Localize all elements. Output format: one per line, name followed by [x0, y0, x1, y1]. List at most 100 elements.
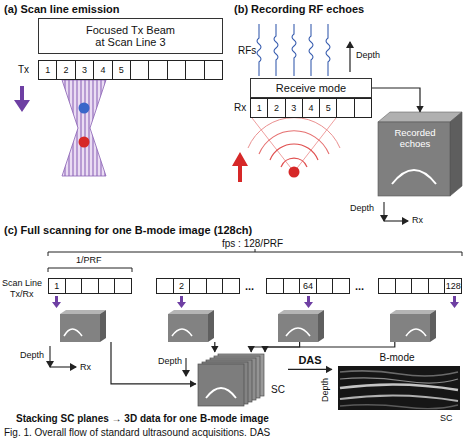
- transducer-row: 128: [378, 278, 462, 294]
- plane-side: [208, 310, 214, 342]
- rx-axis: [384, 220, 408, 221]
- connector-arrow: [111, 342, 196, 384]
- connector-arrow: [214, 342, 215, 352]
- transducer-row: 2: [156, 278, 240, 294]
- transducer-element: 1: [250, 98, 268, 118]
- depth-axis: [185, 358, 186, 376]
- receive-fan: [252, 118, 336, 172]
- transducer-element: [378, 278, 396, 294]
- connector-arrow: [265, 342, 395, 352]
- transducer-element: [428, 278, 446, 294]
- element-number: 128: [446, 281, 461, 291]
- transducer-element: [114, 278, 132, 294]
- transducer-element: [283, 278, 301, 294]
- b-mode-image: [338, 366, 460, 410]
- rf-trace: [274, 24, 278, 76]
- element-number: 5: [326, 103, 331, 113]
- echo-curve: [392, 170, 436, 184]
- label-text: Depth: [158, 356, 182, 366]
- node-label: SC: [271, 384, 287, 396]
- label-text: Rx: [234, 102, 246, 114]
- transducer-element: [204, 60, 223, 80]
- speckle: [340, 371, 458, 376]
- label-text: 1/PRF: [76, 255, 102, 265]
- echo-volume: Recorded echoes: [378, 112, 462, 196]
- stacked-plane: [198, 364, 244, 406]
- label-text: (c) Full scanning for one B-mode image (…: [4, 224, 252, 237]
- volume-side: [450, 112, 462, 196]
- transducer-row: 1: [48, 278, 132, 294]
- echo-curve: [172, 329, 192, 336]
- transducer-element: 4: [302, 98, 320, 118]
- transducer-array: 12345: [250, 98, 372, 118]
- depth-axis: [383, 202, 384, 221]
- connector-arrow: [372, 88, 420, 112]
- label-text: Stacking SC planes → 3D data for one B-m…: [16, 413, 269, 425]
- transducer-row: 64: [266, 278, 350, 294]
- sc-plane: [60, 310, 106, 342]
- transducer-element: 4: [93, 60, 112, 80]
- label-text: Tx/Rx: [10, 289, 34, 299]
- transmit-arrow: [177, 296, 186, 308]
- label-text: fps : 128/PRF: [222, 238, 283, 250]
- connector-arrow: [288, 369, 332, 370]
- speckle: [340, 378, 458, 383]
- plane-front: [60, 314, 100, 342]
- plane-top: [60, 310, 106, 314]
- depth-axis: [349, 42, 350, 72]
- b-mode-background: [338, 366, 460, 410]
- timing-brackets: [48, 249, 462, 272]
- transducer-element: 64: [299, 278, 317, 294]
- plane-side: [430, 310, 436, 342]
- vessel-wall: [340, 395, 458, 401]
- plane-top: [278, 310, 324, 314]
- echo-curve: [286, 328, 310, 336]
- red-scatterer: [79, 137, 90, 148]
- label-text: (a) Scan line emission: [4, 3, 120, 16]
- transducer-element: 5: [112, 60, 131, 80]
- red-scatterer: [289, 167, 300, 178]
- sc-plane: [278, 310, 324, 342]
- label-text: Tx: [18, 64, 29, 76]
- stacked-volume: [186, 354, 264, 406]
- scan-arrows: [52, 296, 459, 308]
- transducer-element: [266, 278, 284, 294]
- rf-trace: [309, 24, 313, 76]
- rx-echo: [232, 24, 350, 182]
- element-number: 3: [291, 103, 296, 113]
- volume-front: [378, 122, 450, 196]
- transducer-element: 2: [56, 60, 75, 80]
- echo-curve: [406, 329, 426, 336]
- element-number: 5: [119, 65, 124, 75]
- rf-trace: [326, 24, 330, 76]
- element-number: 1: [54, 281, 59, 291]
- rf-traces: [257, 24, 330, 76]
- focused-beam: [62, 80, 106, 176]
- transducer-element: [185, 60, 204, 80]
- label-text: Rx: [412, 215, 423, 225]
- echo-arc: [270, 144, 318, 160]
- plane-top: [390, 310, 436, 314]
- transducer-element: 128: [444, 278, 462, 294]
- transducer-element: [65, 278, 83, 294]
- label-text: RFs: [238, 45, 256, 57]
- transducer-element: 5: [319, 98, 337, 118]
- b-mode-image: B-mode: [332, 352, 462, 412]
- element-number: 1: [45, 65, 50, 75]
- transducer-row: 12345: [250, 98, 372, 118]
- box-label: Receive mode: [276, 82, 346, 94]
- transducer-element: [332, 278, 350, 294]
- plane-front: [278, 314, 318, 342]
- transducer-element: 1: [48, 278, 66, 294]
- scan-line-array: 128: [378, 278, 462, 342]
- transducer-element: [148, 60, 167, 80]
- echo-arc: [281, 158, 307, 167]
- transducer-array: 12345: [38, 60, 223, 80]
- label-text: (b) Recording RF echoes: [234, 3, 364, 16]
- element-number: 4: [308, 103, 313, 113]
- transducer-element: [222, 278, 240, 294]
- box-label: Focused Tx Beam at Scan Line 3: [85, 24, 177, 48]
- rx-axis: [50, 366, 76, 367]
- plane-front: [168, 314, 208, 342]
